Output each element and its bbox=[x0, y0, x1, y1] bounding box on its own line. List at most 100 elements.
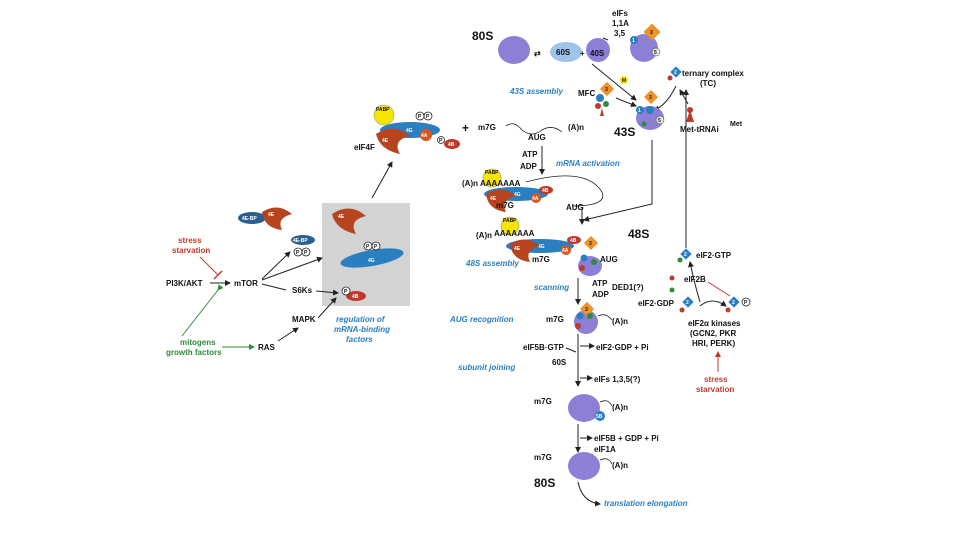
svg-text:4E: 4E bbox=[268, 212, 275, 218]
4g-in-box: 4G P P bbox=[340, 241, 404, 268]
equilibrium-arrows: ⇄ bbox=[534, 49, 541, 58]
4ebp-4e-complex: 4E-BP 4E bbox=[238, 207, 292, 230]
43s-down-arrow bbox=[583, 140, 653, 222]
mitogens-label: mitogens bbox=[180, 338, 216, 347]
regulation-label-2: mRNA-binding bbox=[334, 325, 390, 334]
48s-assembly-label: 48S assembly bbox=[465, 259, 519, 268]
svg-text:m7G: m7G bbox=[496, 201, 514, 210]
eif4f-label: eIF4F bbox=[354, 143, 375, 152]
60s-join-label: 60S bbox=[552, 358, 567, 367]
mfc-complex: 3 M bbox=[595, 76, 628, 116]
ras-to-mapk-arrow bbox=[277, 327, 299, 342]
regulation-label-3: factors bbox=[346, 335, 373, 344]
ternary-complex-label-1: ternary complex bbox=[682, 69, 744, 78]
43s-complex: 3 1 5 bbox=[636, 89, 665, 130]
ded1-label: DED1(?) bbox=[612, 283, 644, 292]
svg-text:P: P bbox=[296, 250, 300, 256]
svg-text:m7G: m7G bbox=[546, 315, 564, 324]
43s-label: 43S bbox=[614, 125, 635, 139]
svg-text:PABP: PABP bbox=[376, 107, 390, 113]
eif2b-label: eIF2B bbox=[684, 275, 706, 284]
eifs-label-1: eIFs bbox=[612, 9, 629, 18]
svg-text:PABP: PABP bbox=[485, 170, 499, 176]
mtor-label: mTOR bbox=[234, 279, 258, 288]
4e-in-box: 4E bbox=[332, 208, 366, 234]
svg-text:m7G: m7G bbox=[534, 453, 552, 462]
met-trna-label: Met-tRNAi bbox=[680, 125, 719, 134]
poly-a-top-label: (A)n bbox=[568, 123, 584, 132]
svg-text:M: M bbox=[622, 78, 626, 84]
40s-top-subunit bbox=[586, 38, 610, 62]
svg-text:(A)n: (A)n bbox=[612, 317, 628, 326]
translation-elongation-label: translation elongation bbox=[604, 499, 688, 508]
40s-top-label: 40S bbox=[590, 49, 605, 58]
svg-text:2: 2 bbox=[674, 70, 677, 76]
activated-mrna-complex: PABP (A)n AAAAAAA 4G 4E 4A 4B m7G bbox=[462, 168, 553, 212]
right-starvation-label: starvation bbox=[696, 385, 734, 394]
svg-text:m7G: m7G bbox=[532, 255, 550, 264]
svg-text:P: P bbox=[744, 300, 748, 306]
aug-mid-label: AUG bbox=[566, 203, 584, 212]
80s-5b-complex: m7G 5B (A)n bbox=[534, 394, 628, 422]
svg-text:4A: 4A bbox=[562, 248, 569, 254]
eifs-label-2: 1,1A bbox=[612, 19, 629, 28]
svg-text:2: 2 bbox=[686, 300, 689, 306]
svg-text:5: 5 bbox=[654, 50, 657, 56]
met-to-tc-arrow bbox=[679, 89, 689, 105]
svg-text:4B: 4B bbox=[542, 188, 549, 194]
mtor-to-s6ks-line bbox=[261, 283, 287, 291]
ternary-complex-label-2: (TC) bbox=[700, 79, 716, 88]
aug-top-label: AUG bbox=[528, 133, 546, 142]
svg-text:3: 3 bbox=[589, 241, 592, 247]
svg-text:2: 2 bbox=[684, 252, 687, 258]
eif5b-gtp-label: eIF5B·GTP bbox=[523, 343, 565, 352]
svg-text:m7G: m7G bbox=[534, 397, 552, 406]
gtp-in-dot bbox=[669, 287, 675, 293]
elongation-arrow bbox=[577, 481, 601, 507]
eif2b-cycle-arrow bbox=[688, 261, 701, 303]
eif2a-kinases-label-2: (GCN2, PKR bbox=[690, 329, 736, 338]
mapk-to-4e-arrow bbox=[317, 297, 337, 319]
svg-text:(A)n: (A)n bbox=[462, 179, 478, 188]
svg-text:4E: 4E bbox=[514, 246, 521, 252]
atp-scan-label: ATP bbox=[592, 279, 608, 288]
svg-text:AUG: AUG bbox=[600, 255, 618, 264]
svg-text:AAAAAAA: AAAAAAA bbox=[494, 229, 535, 238]
box-to-eif4f-arrow bbox=[371, 161, 393, 199]
svg-text:5: 5 bbox=[658, 118, 661, 124]
eif2-gtp-label: eIF2·GTP bbox=[696, 251, 732, 260]
40s-to-43s-arrow bbox=[591, 63, 637, 101]
s6ks-label: S6Ks bbox=[292, 286, 313, 295]
stress-inhibition-line bbox=[199, 256, 219, 276]
eif5b-gdp-pi-label: eIF5B + GDP + Pi bbox=[594, 434, 659, 443]
eif1a-label: eIF1A bbox=[594, 445, 616, 454]
starvation-label: starvation bbox=[172, 246, 210, 255]
eif5b-gtp-in-arrow bbox=[565, 347, 577, 353]
svg-text:4E: 4E bbox=[338, 214, 345, 220]
mfc-label: MFC bbox=[578, 89, 596, 98]
60s-top-label: 60S bbox=[556, 48, 571, 57]
svg-text:4E-BP: 4E-BP bbox=[293, 238, 308, 244]
svg-text:3: 3 bbox=[650, 30, 653, 36]
svg-text:3: 3 bbox=[585, 307, 588, 313]
svg-text:4E: 4E bbox=[490, 196, 497, 202]
aug-recognition-label: AUG recognition bbox=[449, 315, 514, 324]
svg-text:4E: 4E bbox=[382, 138, 389, 144]
svg-text:4E-BP: 4E-BP bbox=[242, 216, 257, 222]
plus-sign-left: + bbox=[462, 121, 469, 135]
mtor-to-4g-arrow bbox=[261, 256, 323, 281]
eifs-label-3: 3,5 bbox=[614, 29, 626, 38]
svg-text:(A)n: (A)n bbox=[476, 231, 492, 240]
svg-text:P: P bbox=[439, 138, 443, 144]
mapk-label: MAPK bbox=[292, 315, 316, 324]
svg-text:1: 1 bbox=[638, 108, 641, 114]
4b-in-box: 4B P bbox=[341, 286, 366, 301]
svg-text:P: P bbox=[304, 250, 308, 256]
svg-text:PABP: PABP bbox=[503, 218, 517, 224]
eif2-phospho-icon: 2 P bbox=[725, 296, 751, 313]
pi3k-akt-label: PI3K/AKT bbox=[166, 279, 203, 288]
eifs-to-40s-arrow bbox=[602, 37, 609, 41]
adp-scan-label: ADP bbox=[592, 290, 610, 299]
svg-text:5B: 5B bbox=[596, 414, 603, 420]
80s-top-label: 80S bbox=[472, 29, 493, 43]
